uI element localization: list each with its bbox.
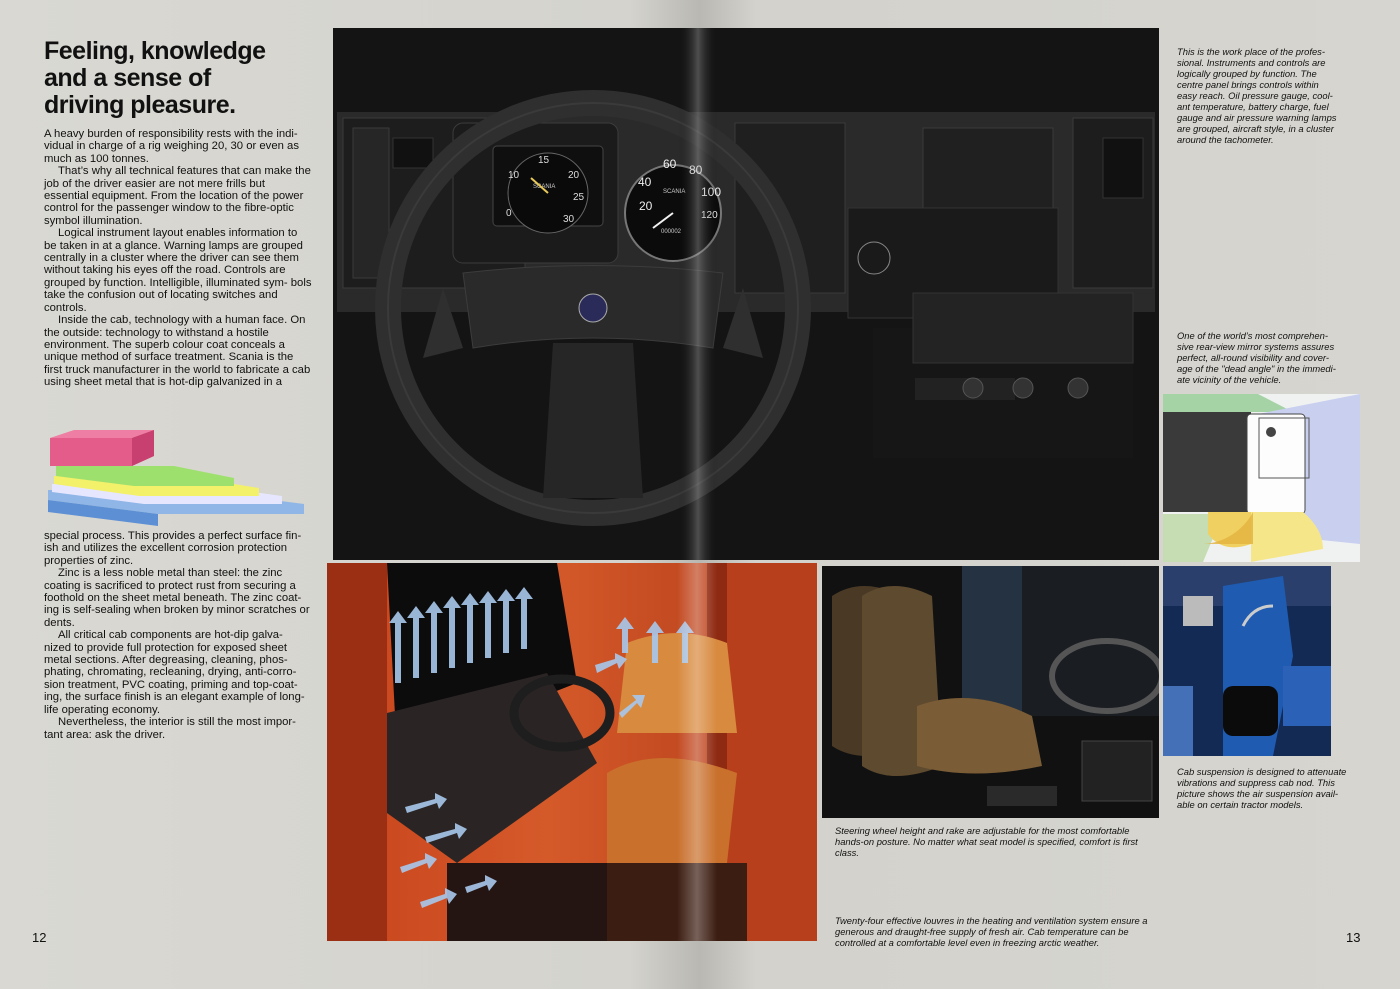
svg-text:10: 10 (508, 170, 520, 181)
svg-text:20: 20 (639, 199, 653, 213)
airflow-arrows (389, 587, 694, 908)
paragraph: Zinc is a less noble metal than steel: t… (44, 567, 310, 629)
mirror-visibility-diagram (1163, 394, 1360, 562)
svg-text:60: 60 (663, 157, 677, 171)
caption-seat: Steering wheel height and rake are adjus… (835, 825, 1138, 858)
body-text-part1: A heavy burden of responsibility rests w… (44, 128, 312, 389)
steering-wheel (375, 90, 811, 526)
title-line-1: Feeling, knowledge (44, 37, 266, 65)
paragraph: A heavy burden of responsibility rests w… (44, 128, 299, 165)
paragraph: Inside the cab, technology with a human … (44, 314, 311, 389)
svg-text:SCANIA: SCANIA (533, 184, 555, 190)
svg-text:SCANIA: SCANIA (663, 189, 685, 195)
svg-text:20: 20 (568, 170, 580, 181)
suspension-photo (1163, 566, 1331, 756)
title-line-3: driving pleasure. (44, 91, 236, 119)
caption-mirrors: One of the world’s most comprehen- sive … (1177, 330, 1336, 385)
dashboard-photo: 0 10 15 20 25 30 SCANIA 40 60 80 100 20 … (333, 28, 1159, 560)
paragraph: That’s why all technical features that c… (44, 165, 311, 227)
svg-text:15: 15 (538, 155, 550, 166)
svg-text:30: 30 (563, 214, 575, 225)
page-number-left: 12 (32, 930, 47, 945)
paragraph: special process. This provides a perfect… (44, 530, 302, 567)
svg-text:000002: 000002 (661, 229, 682, 235)
paragraph: All critical cab components are hot-dip … (44, 629, 305, 716)
caption-suspension: Cab suspension is designed to attenuate … (1177, 766, 1347, 810)
cab-interior-photo (327, 563, 817, 941)
caption-louvres: Twenty-four effective louvres in the hea… (835, 915, 1148, 948)
page-title: Feeling, knowledge and a sense of drivin… (44, 38, 324, 119)
paragraph: Nevertheless, the interior is still the … (44, 716, 296, 741)
tachometer-gauge: 0 10 15 20 25 30 SCANIA (506, 152, 589, 234)
seat-photo (822, 566, 1159, 818)
svg-text:0: 0 (506, 208, 512, 219)
page-number-right: 13 (1346, 930, 1361, 945)
body-text-part2: special process. This provides a perfect… (44, 530, 312, 741)
paragraph: Logical instrument layout enables inform… (44, 227, 312, 314)
zinc-layers-diagram (48, 430, 304, 526)
svg-text:25: 25 (573, 192, 585, 203)
caption-dashboard: This is the work place of the profes- si… (1177, 46, 1337, 145)
title-line-2: and a sense of (44, 64, 211, 92)
svg-text:40: 40 (638, 175, 652, 189)
